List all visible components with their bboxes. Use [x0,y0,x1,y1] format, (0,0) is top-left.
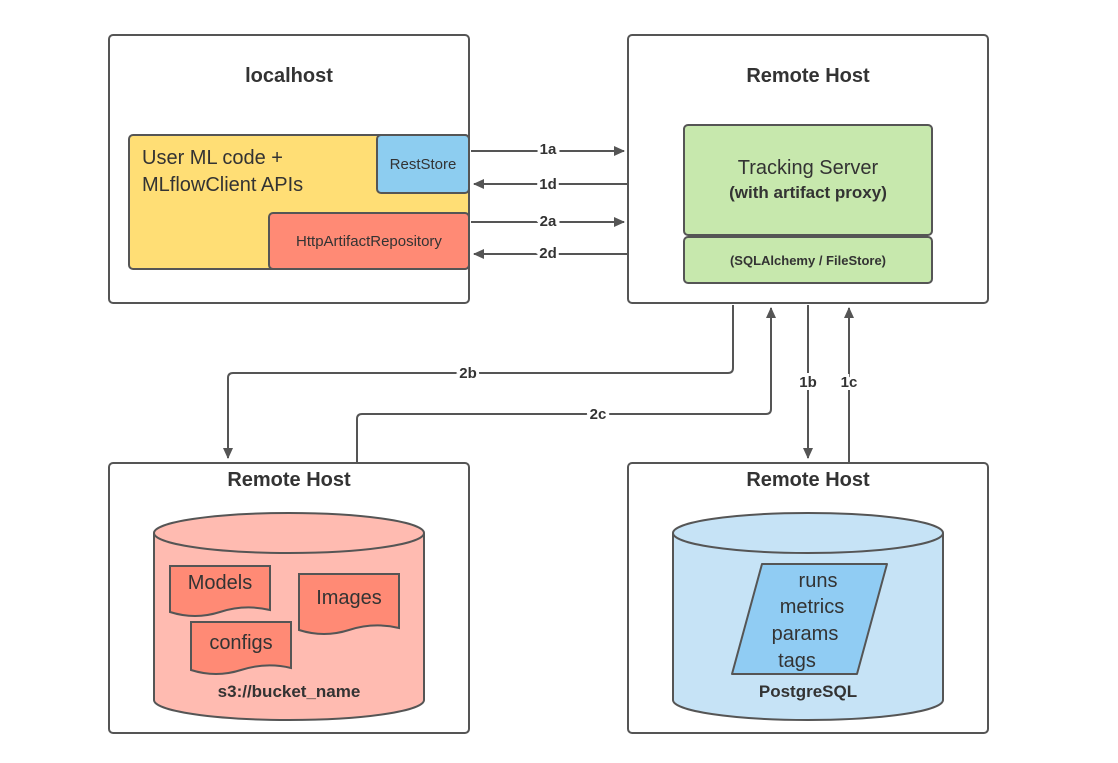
flow-2a: 2a [471,210,625,233]
http-artifact-repository-box: HttpArtifactRepository [268,212,470,270]
backend-store-label: (SQLAlchemy / FileStore) [730,253,886,268]
http-artifact-repository-label: HttpArtifactRepository [296,233,442,250]
user-code-line2: MLflowClient APIs [142,174,303,196]
artifact-host-title: Remote Host [227,469,351,491]
user-code-line1: User ML code + [142,147,283,169]
flow-2a-label: 2a [540,213,557,230]
tracking-server-label: Tracking Server [738,157,879,179]
flow-2d-label: 2d [539,245,557,262]
flow-1a: 1a [471,138,625,161]
tracking-server-box: Tracking Server (with artifact proxy) [683,124,933,236]
table-params: params [772,623,839,645]
flow-1d: 1d [473,173,627,196]
rest-store-label: RestStore [390,156,457,173]
flow-2c: 2c [356,307,776,462]
flow-1d-label: 1d [539,176,557,193]
flow-1b: 1b [796,305,820,459]
flow-1c-label: 1c [841,374,858,391]
images-document: Images [298,573,400,635]
table-tags: tags [778,650,816,672]
tracking-host-title: Remote Host [746,65,870,87]
database-host-title: Remote Host [746,469,870,491]
flow-1b-label: 1b [799,374,817,391]
flow-2b-label: 2b [459,365,477,382]
tables-parallelogram: runs metrics params tags [731,563,888,675]
table-metrics: metrics [780,596,844,618]
models-document: Models [169,565,271,617]
localhost-title: localhost [245,65,333,87]
flow-1a-label: 1a [540,141,557,158]
configs-label: configs [209,632,272,654]
configs-document: configs [190,621,292,675]
rest-store-box: RestStore [376,134,470,194]
flow-2d: 2d [473,242,627,265]
s3-bucket-label: s3://bucket_name [218,682,361,701]
table-runs: runs [799,570,838,592]
postgres-label: PostgreSQL [759,682,857,701]
backend-store-box: (SQLAlchemy / FileStore) [683,236,933,284]
flow-1c: 1c [838,307,860,462]
images-label: Images [316,587,382,609]
flow-2c-label: 2c [590,406,607,423]
flow-2b: 2b [223,305,734,459]
tracking-server-subtitle: (with artifact proxy) [729,183,887,202]
models-label: Models [188,572,252,594]
